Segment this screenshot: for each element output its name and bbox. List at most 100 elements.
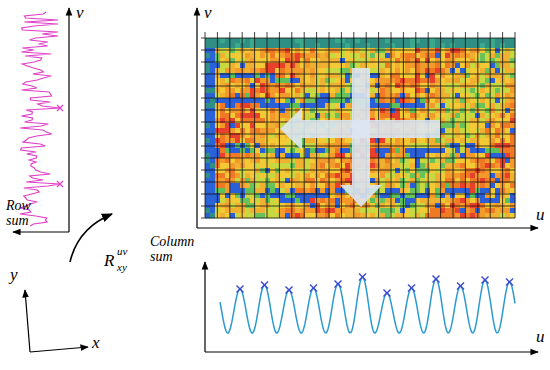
- heat-cell: [510, 168, 515, 173]
- heat-cell: [485, 128, 490, 133]
- heat-cell: [270, 103, 275, 108]
- heat-cell: [505, 103, 510, 108]
- heat-cell: [320, 38, 325, 43]
- heat-cell: [320, 68, 325, 73]
- heat-cell: [310, 38, 315, 43]
- heat-cell: [445, 63, 450, 68]
- heat-cell: [235, 63, 240, 68]
- heat-cell: [260, 188, 265, 193]
- heat-cell: [315, 53, 320, 58]
- heat-cell: [405, 38, 410, 43]
- heat-cell: [445, 138, 450, 143]
- heat-cell: [330, 168, 335, 173]
- heat-cell: [235, 163, 240, 168]
- heat-cell: [425, 183, 430, 188]
- heat-cell: [480, 153, 485, 158]
- heat-cell: [445, 93, 450, 98]
- heat-cell: [240, 78, 245, 83]
- heat-cell: [335, 103, 340, 108]
- heat-cell: [335, 93, 340, 98]
- heat-cell: [480, 158, 485, 163]
- heat-cell: [265, 78, 270, 83]
- heat-cell: [370, 148, 375, 153]
- heat-cell: [435, 68, 440, 73]
- heat-cell: [315, 98, 320, 103]
- heat-cell: [505, 173, 510, 178]
- heat-cell: [325, 168, 330, 173]
- heat-cell: [510, 98, 515, 103]
- heat-cell: [290, 68, 295, 73]
- heat-cell: [380, 68, 385, 73]
- heat-cell: [370, 163, 375, 168]
- heat-cell: [460, 58, 465, 63]
- heat-cell: [505, 123, 510, 128]
- heat-cell: [325, 188, 330, 193]
- heat-cell: [445, 188, 450, 193]
- heat-cell: [385, 183, 390, 188]
- heat-cell: [395, 93, 400, 98]
- heat-cell: [485, 113, 490, 118]
- heat-cell: [270, 153, 275, 158]
- heat-cell: [235, 43, 240, 48]
- heat-cell: [375, 173, 380, 178]
- heat-cell: [305, 113, 310, 118]
- heat-cell: [485, 63, 490, 68]
- heat-cell: [205, 88, 210, 93]
- heat-cell: [290, 153, 295, 158]
- heat-cell: [395, 148, 400, 153]
- heat-cell: [455, 98, 460, 103]
- heat-cell: [305, 38, 310, 43]
- heat-cell: [290, 88, 295, 93]
- heat-cell: [205, 178, 210, 183]
- heat-cell: [255, 113, 260, 118]
- heat-cell: [470, 38, 475, 43]
- heat-cell: [235, 58, 240, 63]
- heat-cell: [295, 168, 300, 173]
- heat-cell: [435, 113, 440, 118]
- heat-cell: [340, 168, 345, 173]
- heat-cell: [230, 113, 235, 118]
- heat-cell: [220, 168, 225, 173]
- heat-cell: [380, 163, 385, 168]
- heat-cell: [375, 178, 380, 183]
- heat-cell: [470, 88, 475, 93]
- heat-cell: [245, 138, 250, 143]
- heat-cell: [505, 153, 510, 158]
- heat-cell: [395, 68, 400, 73]
- heat-cell: [510, 38, 515, 43]
- heat-cell: [480, 78, 485, 83]
- heat-cell: [335, 163, 340, 168]
- heat-cell: [405, 158, 410, 163]
- heat-cell: [345, 148, 350, 153]
- heat-cell: [405, 68, 410, 73]
- heat-cell: [395, 38, 400, 43]
- heat-cell: [220, 53, 225, 58]
- heat-cell: [320, 158, 325, 163]
- heat-cell: [280, 38, 285, 43]
- heat-cell: [405, 153, 410, 158]
- heat-cell: [320, 188, 325, 193]
- heat-cell: [255, 183, 260, 188]
- heat-cell: [495, 118, 500, 123]
- heat-cell: [470, 43, 475, 48]
- heat-cell: [210, 163, 215, 168]
- heat-cell: [320, 78, 325, 83]
- heat-cell: [210, 98, 215, 103]
- heat-cell: [490, 48, 495, 53]
- heat-cell: [395, 188, 400, 193]
- heat-cell: [455, 78, 460, 83]
- heat-cell: [510, 113, 515, 118]
- heat-cell: [260, 88, 265, 93]
- heat-cell: [470, 183, 475, 188]
- heat-cell: [375, 58, 380, 63]
- heat-cell: [455, 178, 460, 183]
- heat-cell: [295, 38, 300, 43]
- heat-cell: [370, 108, 375, 113]
- heat-cell: [270, 163, 275, 168]
- heat-cell: [395, 113, 400, 118]
- heat-cell: [480, 113, 485, 118]
- heat-cell: [245, 123, 250, 128]
- heat-cell: [325, 93, 330, 98]
- heat-cell: [240, 128, 245, 133]
- heat-cell: [280, 178, 285, 183]
